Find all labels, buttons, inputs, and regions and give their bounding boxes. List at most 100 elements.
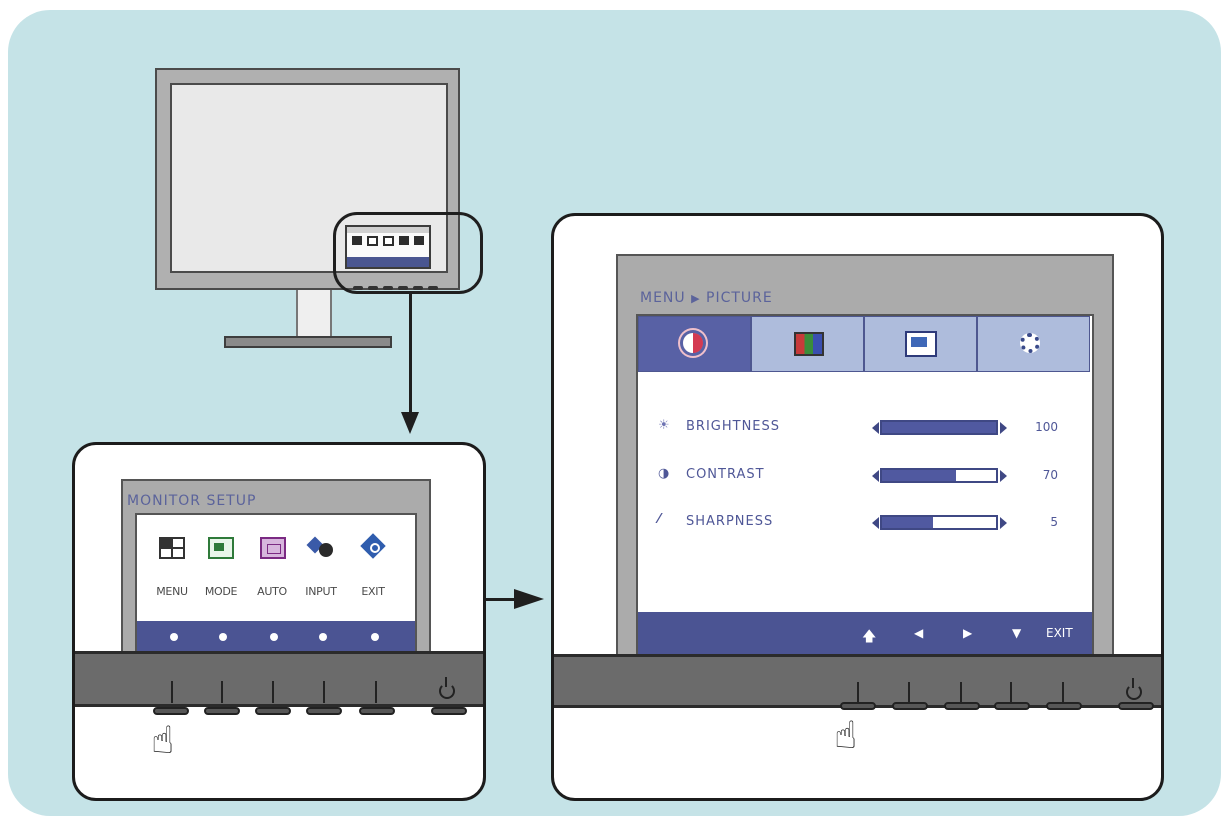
- down-button[interactable]: [994, 702, 1030, 710]
- tab-brightness-contrast[interactable]: [638, 316, 751, 372]
- contrast-slider[interactable]: [880, 468, 998, 483]
- button-stem: [1062, 682, 1064, 704]
- button-stem: [375, 681, 377, 703]
- power-button[interactable]: [1118, 702, 1154, 710]
- exit-button[interactable]: [1046, 702, 1082, 710]
- monitor-neck: [296, 290, 332, 336]
- tab-settings[interactable]: [977, 316, 1090, 372]
- slider-right-arrow-icon: [1000, 517, 1007, 529]
- mode-icon[interactable]: [208, 537, 234, 559]
- button-stem: [323, 681, 325, 703]
- arrow-right-head: [514, 589, 544, 609]
- brightness-contrast-icon: [683, 333, 703, 353]
- button-hint-dot: [170, 633, 178, 641]
- power-icon-stem: [1132, 678, 1134, 688]
- color-bars-icon: [794, 332, 824, 356]
- slider-left-arrow-icon: [872, 517, 879, 529]
- mini-icon: [352, 236, 363, 245]
- arrow-right: [486, 598, 516, 601]
- exit-icon[interactable]: [360, 533, 387, 559]
- setting-value: 100: [1035, 420, 1058, 434]
- setting-label: SHARPNESS: [686, 514, 774, 529]
- picture-osd-screen: ☀ BRIGHTNESS 100 ◑ CONTRAST 70 ⁄ SHARPNE…: [636, 314, 1094, 656]
- button-stem: [857, 682, 859, 704]
- mini-osd-preview: [345, 225, 431, 269]
- sharpness-slider[interactable]: [880, 515, 998, 530]
- picture-osd-footer: 🡅 ◀ ▶ ▼ EXIT: [638, 612, 1092, 654]
- up-arrow-icon: 🡅: [862, 629, 877, 645]
- auto-button[interactable]: [255, 707, 291, 715]
- left-arrow-icon: ◀: [914, 626, 924, 640]
- input-button[interactable]: [306, 707, 342, 715]
- setup-osd-button-bar: [137, 621, 415, 651]
- menu-button[interactable]: [153, 707, 189, 715]
- brightness-slider[interactable]: [880, 420, 998, 435]
- setup-item-label: AUTO: [257, 585, 287, 598]
- input-icon[interactable]: [306, 536, 335, 559]
- down-arrow-icon: ▼: [1012, 626, 1022, 640]
- tab-screen[interactable]: [864, 316, 977, 372]
- power-icon: [439, 683, 455, 699]
- monitor-button-strip: [554, 654, 1161, 708]
- screen-position-icon: [905, 331, 937, 357]
- mini-button-row: [353, 286, 438, 290]
- picture-osd-tabs: [638, 316, 1090, 372]
- exit-button[interactable]: [359, 707, 395, 715]
- arrow-down-head: [401, 412, 419, 434]
- detail-picture-menu: MENU ▶ PICTURE ☀ BRIGHTNESS: [551, 213, 1164, 801]
- mini-icon: [413, 236, 424, 245]
- mini-icon: [398, 236, 409, 245]
- pointing-hand-icon: ☝: [834, 713, 858, 757]
- exit-label: EXIT: [1046, 626, 1073, 640]
- auto-icon[interactable]: [260, 537, 286, 559]
- brightness-icon: ☀: [658, 418, 671, 433]
- setup-osd-title: MONITOR SETUP: [127, 493, 257, 509]
- setting-value: 5: [1050, 515, 1058, 529]
- menu-button[interactable]: [840, 702, 876, 710]
- breadcrumb-separator: ▶: [691, 292, 701, 305]
- slider-left-arrow-icon: [872, 470, 879, 482]
- sharpness-icon: ⁄: [658, 512, 662, 527]
- mode-button[interactable]: [204, 707, 240, 715]
- settings-gear-icon: [1020, 333, 1040, 353]
- setting-label: CONTRAST: [686, 467, 765, 482]
- setup-item-label: MODE: [204, 585, 238, 598]
- right-button[interactable]: [944, 702, 980, 710]
- right-arrow-icon: ▶: [963, 626, 973, 640]
- button-hint-dot: [371, 633, 379, 641]
- setup-item-label: INPUT: [305, 585, 337, 598]
- setup-item-label: EXIT: [361, 585, 385, 598]
- monitor-button-strip: [75, 651, 483, 707]
- button-stem: [272, 681, 274, 703]
- picture-osd-breadcrumb: MENU ▶ PICTURE: [640, 290, 773, 306]
- zoom-highlight-outline: [333, 212, 483, 294]
- breadcrumb-menu: MENU: [640, 290, 686, 306]
- setup-item-label: MENU: [156, 585, 188, 598]
- power-icon: [1126, 684, 1142, 700]
- mini-icon: [367, 236, 379, 246]
- tab-color[interactable]: [751, 316, 864, 372]
- button-stem: [1010, 682, 1012, 704]
- button-stem: [960, 682, 962, 704]
- button-stem: [221, 681, 223, 703]
- power-icon-stem: [445, 677, 447, 687]
- detail-monitor-setup: MONITOR SETUP MENU MODE AUTO INPUT EXIT: [72, 442, 486, 801]
- button-hint-dot: [270, 633, 278, 641]
- arrow-down: [409, 294, 412, 416]
- breadcrumb-page: PICTURE: [706, 290, 773, 306]
- contrast-icon: ◑: [658, 466, 671, 481]
- power-button[interactable]: [431, 707, 467, 715]
- setting-value: 70: [1042, 468, 1058, 482]
- setup-osd-screen: MENU MODE AUTO INPUT EXIT: [135, 513, 417, 653]
- button-stem: [171, 681, 173, 703]
- left-button[interactable]: [892, 702, 928, 710]
- button-hint-dot: [319, 633, 327, 641]
- menu-grid-icon[interactable]: [159, 537, 185, 559]
- slider-left-arrow-icon: [872, 422, 879, 434]
- slider-right-arrow-icon: [1000, 470, 1007, 482]
- pointing-hand-icon: ☝: [151, 718, 175, 762]
- monitor-base: [224, 336, 392, 348]
- setting-label: BRIGHTNESS: [686, 419, 781, 434]
- slider-right-arrow-icon: [1000, 422, 1007, 434]
- mini-icon: [382, 236, 394, 246]
